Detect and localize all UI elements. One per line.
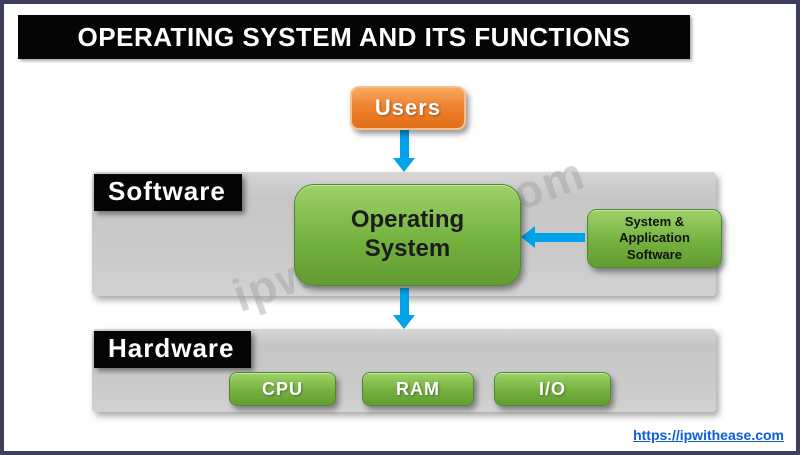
arrow-sysapp-to-os [521, 226, 585, 248]
arrow-shaft [399, 128, 409, 158]
operating-system-label: Operating System [350, 206, 465, 262]
footer-website-link[interactable]: https://ipwithease.com [633, 427, 784, 443]
page-title: OPERATING SYSTEM AND ITS FUNCTIONS [77, 21, 631, 52]
users-node: Users [350, 86, 466, 130]
ram-label: RAM [396, 378, 440, 399]
arrow-down-head [393, 315, 415, 329]
software-panel-label: Software [94, 174, 242, 211]
cpu-label: CPU [261, 378, 303, 399]
operating-system-node: Operating System [294, 184, 521, 286]
ram-node: RAM [362, 372, 474, 406]
users-label: Users [374, 95, 442, 120]
arrow-left-head [521, 226, 535, 248]
system-application-software-node: System & Application Software [587, 209, 722, 268]
io-node: I/O [494, 372, 611, 406]
arrow-shaft [535, 232, 585, 242]
io-label: I/O [538, 378, 566, 399]
arrow-users-to-os [393, 128, 415, 172]
cpu-node: CPU [229, 372, 336, 406]
arrow-os-to-hardware [393, 288, 415, 329]
hardware-panel-label: Hardware [94, 331, 251, 368]
arrow-down-head [393, 158, 415, 172]
arrow-shaft [399, 288, 409, 315]
title-bar: OPERATING SYSTEM AND ITS FUNCTIONS [18, 15, 690, 59]
system-application-software-label: System & Application Software [619, 214, 690, 262]
